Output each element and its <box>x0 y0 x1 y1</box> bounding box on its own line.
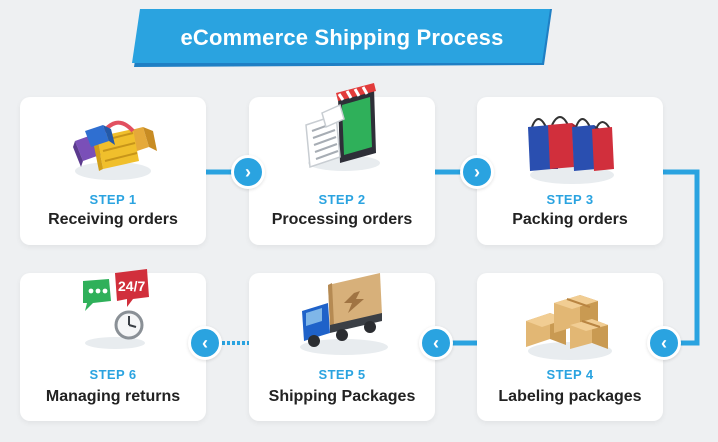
boxes-icon <box>526 295 612 360</box>
page-title: eCommerce Shipping Process <box>180 25 504 50</box>
step-label: STEP 2 <box>318 192 366 207</box>
chevron-right-icon: › <box>460 155 494 189</box>
step-name: Receiving orders <box>48 211 178 228</box>
step-name: Managing returns <box>45 388 181 405</box>
step-card-1: STEP 1 Receiving orders <box>20 97 206 245</box>
step-name: Packing orders <box>512 211 628 228</box>
basket-icon <box>73 120 157 180</box>
phone-receipt-icon <box>305 83 380 171</box>
chevron-left-icon: ‹ <box>419 326 453 360</box>
shopping-bags-icon <box>528 116 614 184</box>
step-name: Processing orders <box>271 211 413 228</box>
step-label: STEP 3 <box>546 192 594 207</box>
step-card-5: STEP 5 Shipping Packages <box>249 273 435 421</box>
title-banner: eCommerce Shipping Process <box>132 9 552 67</box>
chevron-right-icon: › <box>231 155 265 189</box>
chevron-left-icon: ‹ <box>188 326 222 360</box>
step-card-4: STEP 4 Labeling packages <box>477 273 663 421</box>
step-name: Labeling packages <box>498 388 642 405</box>
step-card-6: 24/7 STEP 6 Managing returns <box>20 269 206 421</box>
step-label: STEP 1 <box>89 192 137 207</box>
step-label: STEP 6 <box>89 367 137 382</box>
step-label: STEP 4 <box>546 367 594 382</box>
truck-icon <box>300 273 388 355</box>
svg-text:24/7: 24/7 <box>118 278 145 294</box>
step-name: Shipping Packages <box>268 388 416 405</box>
step-card-3: STEP 3 Packing orders <box>477 97 663 245</box>
chevron-left-icon: ‹ <box>647 326 681 360</box>
support-247-icon: 24/7 <box>83 269 149 349</box>
step-label: STEP 5 <box>318 367 366 382</box>
step-card-2: STEP 2 Processing orders <box>249 83 435 245</box>
